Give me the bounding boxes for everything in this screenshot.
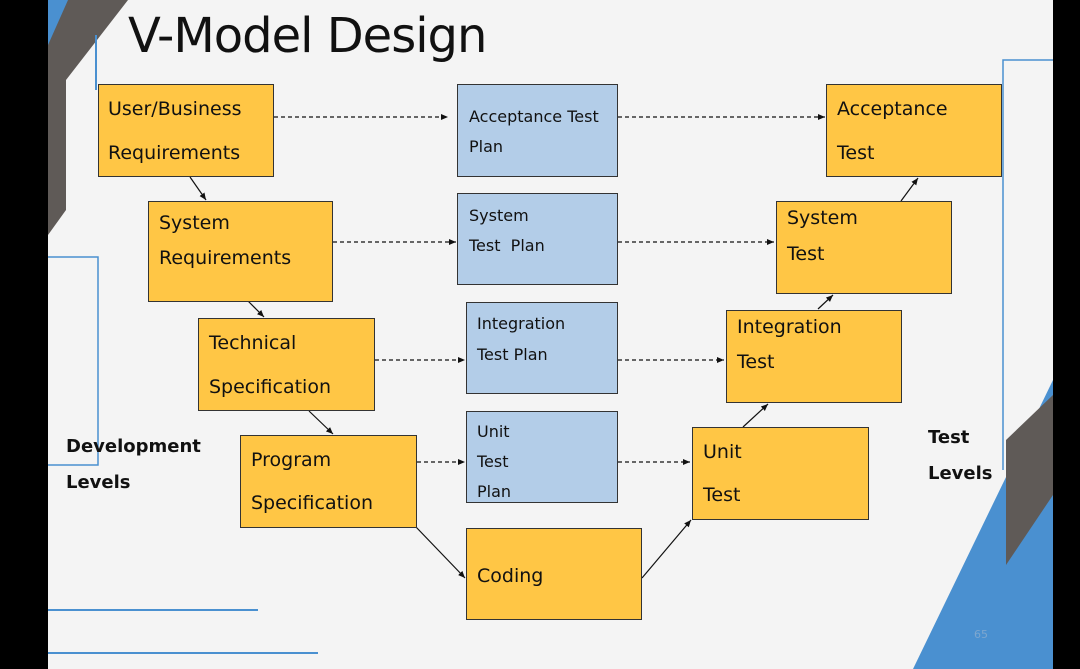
box-label-line: Requirements <box>159 247 292 269</box>
arrow-ut-to-it <box>742 403 769 428</box>
development-levels-line2: Levels <box>66 472 131 493</box>
development-levels-line1: Development <box>66 436 201 457</box>
arrow-tech-to-prog <box>308 410 334 435</box>
technical-specification-box: Technical Specification <box>198 318 375 411</box>
box-label-line: Integration <box>737 316 842 338</box>
arrow-sysreq-to-tech <box>247 300 265 318</box>
box-label-line: Technical <box>209 332 297 354</box>
test-levels-line2: Levels <box>928 463 993 484</box>
coding-box: Coding <box>466 528 642 620</box>
test-levels-line1: Test <box>928 427 970 448</box>
integration-test-box: Integration Test <box>726 310 902 403</box>
unit-test-box: Unit Test <box>692 427 869 520</box>
decoration-left-lines <box>48 256 318 654</box>
decoration-right <box>913 59 1053 669</box>
box-label-line: System <box>159 212 230 234</box>
arrow-coding-to-ut <box>641 519 692 579</box>
box-label-line: Coding <box>477 565 544 587</box>
box-label-line: Integration <box>477 314 566 333</box>
arrow-req-to-sysreq <box>189 176 207 201</box>
program-specification-box: Program Specification <box>240 435 417 528</box>
test-levels-label: Test Levels <box>928 420 993 492</box>
unit-test-plan-box: Unit Test Plan <box>466 411 618 503</box>
box-label-line: Plan <box>477 482 512 501</box>
decoration-left <box>48 0 128 235</box>
box-label-line: Specification <box>251 492 373 514</box>
box-label-line: Test <box>787 243 825 265</box>
arrow-prog-to-coding <box>415 526 466 579</box>
user-business-requirements-box: User/Business Requirements <box>98 84 274 177</box>
system-test-box: System Test <box>776 201 952 294</box>
box-label-line: Plan <box>469 137 504 156</box>
system-test-plan-box: System Test Plan <box>457 193 618 285</box>
box-label-line: Requirements <box>108 142 241 164</box>
box-label-line: Program <box>251 449 332 471</box>
page-number: 65 <box>974 628 988 641</box>
arrow-st-to-at <box>900 177 919 202</box>
box-label-line: User/Business <box>108 98 242 120</box>
integration-test-plan-box: Integration Test Plan <box>466 302 618 394</box>
development-levels-label: Development Levels <box>66 429 201 501</box>
system-requirements-box: System Requirements <box>148 201 333 302</box>
box-label-line: Unit <box>703 441 742 463</box>
box-label-line: Test <box>737 351 775 373</box>
box-label-line: Specification <box>209 376 331 398</box>
box-label-line: System <box>787 207 858 229</box>
arrow-it-to-st <box>817 294 834 310</box>
box-label-line: Unit <box>477 422 510 441</box>
acceptance-test-plan-box: Acceptance Test Plan <box>457 84 618 177</box>
box-label-line: Test Plan <box>469 236 545 255</box>
box-label-line: Test <box>477 452 509 471</box>
slide: V-Model Design <box>48 0 1053 669</box>
box-label-line: Acceptance <box>837 98 948 120</box>
box-label-line: Test <box>703 484 741 506</box>
slide-title: V-Model Design <box>128 8 487 64</box>
acceptance-test-box: Acceptance Test <box>826 84 1002 177</box>
box-label-line: Test <box>837 142 875 164</box>
flow-arrows <box>189 114 919 579</box>
box-label-line: System <box>469 206 529 225</box>
box-label-line: Acceptance Test <box>469 107 599 126</box>
box-label-line: Test Plan <box>477 345 548 364</box>
